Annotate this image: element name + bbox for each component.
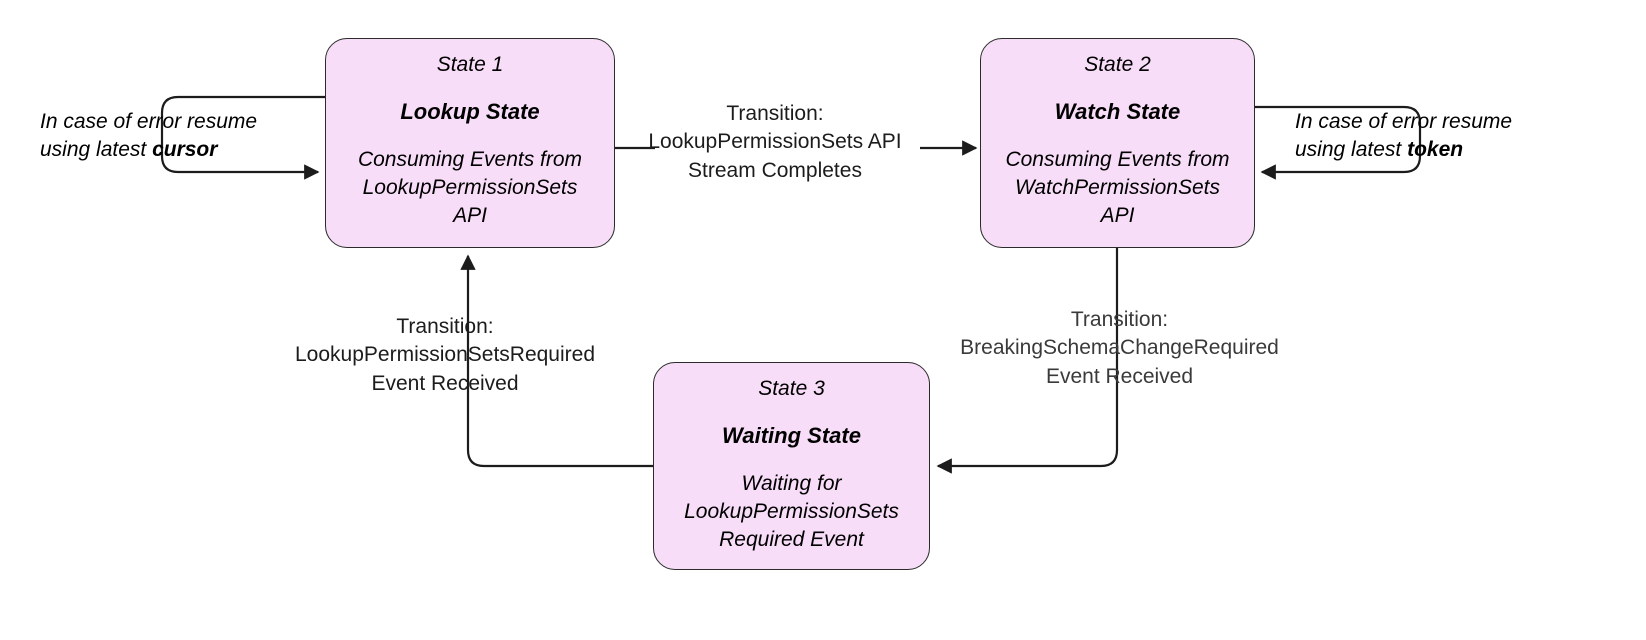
state-id-label: State 1: [436, 53, 504, 76]
transition-label-watch-to-waiting: Transition: BreakingSchemaChangeRequired…: [960, 308, 1279, 388]
state-description-label: Waiting for LookupPermissionSets Require…: [684, 472, 899, 551]
state-id-label: State 3: [758, 377, 825, 400]
state-node-lookup[interactable]: State 1 Lookup State Consuming Events fr…: [325, 38, 615, 248]
state-title-label: Lookup State: [400, 99, 540, 125]
note-emphasis: token: [1407, 138, 1464, 162]
note-text: In case of error resume using latest: [1295, 110, 1513, 162]
note-lookup-error-resume: In case of error resume using latest cur…: [40, 108, 290, 165]
note-emphasis: cursor: [152, 138, 218, 162]
state-description-label: Consuming Events from LookupPermissionSe…: [357, 148, 583, 227]
note-text: In case of error resume using latest: [40, 110, 258, 162]
state-description-label: Consuming Events from WatchPermissionSet…: [1005, 148, 1230, 227]
transition-label-waiting-to-lookup: Transition: LookupPermissionSetsRequired…: [295, 315, 595, 395]
state-title-label: Watch State: [1054, 99, 1181, 125]
state-id-label: State 2: [1084, 53, 1151, 76]
transition-label-lookup-to-watch: Transition: LookupPermissionSets API Str…: [648, 102, 902, 182]
state-node-watch[interactable]: State 2 Watch State Consuming Events fro…: [980, 38, 1255, 248]
note-watch-error-resume: In case of error resume using latest tok…: [1295, 108, 1545, 165]
state-title-label: Waiting State: [722, 423, 861, 449]
state-node-waiting[interactable]: State 3 Waiting State Waiting for Lookup…: [653, 362, 930, 570]
